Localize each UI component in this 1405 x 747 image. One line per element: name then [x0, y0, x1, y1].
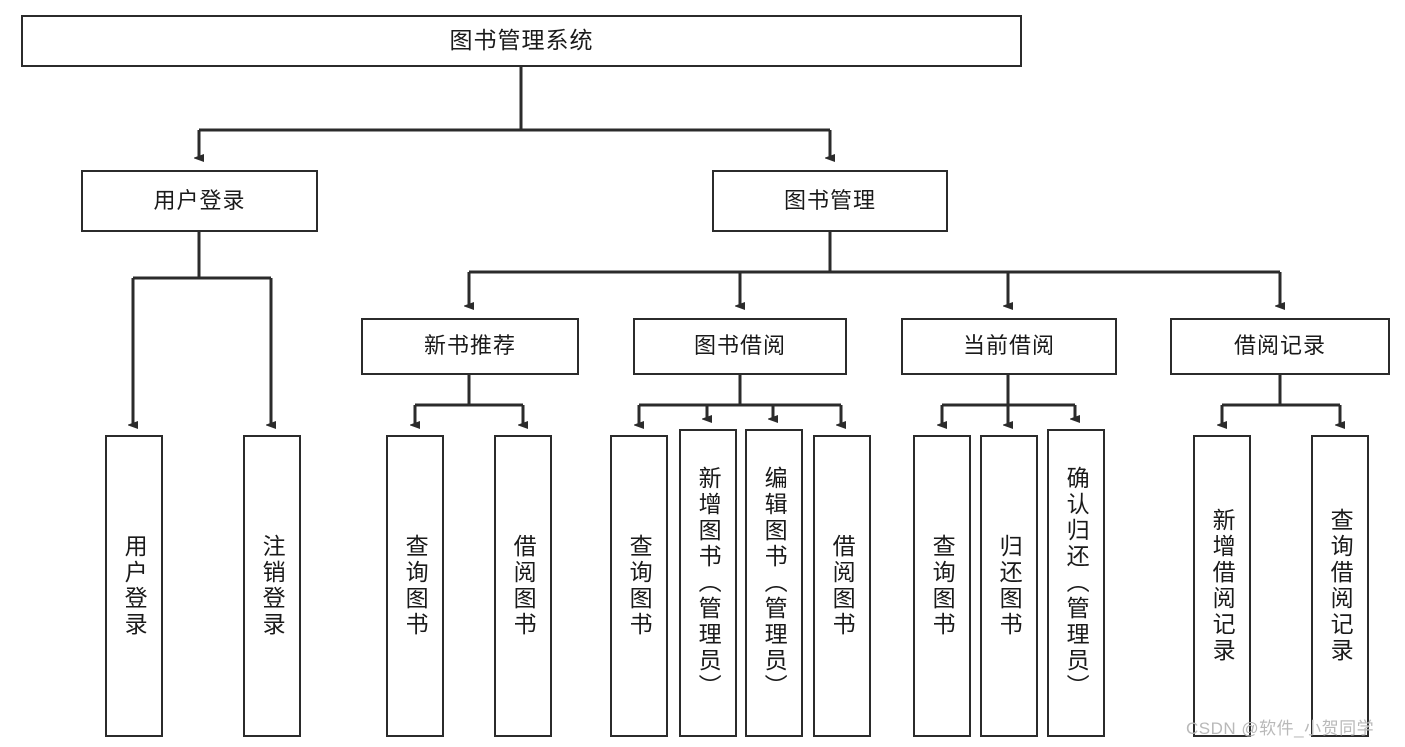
node-current-borrow[interactable]: 当前借阅: [901, 318, 1117, 375]
node-leaf-query-book-current[interactable]: 查询图书: [913, 435, 971, 737]
node-leaf-edit-book-admin[interactable]: 编辑图书（管理员）: [745, 429, 803, 737]
node-leaf-user-login[interactable]: 用户登录: [105, 435, 163, 737]
node-leaf-add-borrow-record[interactable]: 新增借阅记录: [1193, 435, 1251, 737]
node-new-book-recommend[interactable]: 新书推荐: [361, 318, 579, 375]
node-leaf-query-book-borrow[interactable]: 查询图书: [610, 435, 668, 737]
node-leaf-user-logout[interactable]: 注销登录: [243, 435, 301, 737]
node-leaf-return-book[interactable]: 归还图书: [980, 435, 1038, 737]
node-borrow-record[interactable]: 借阅记录: [1170, 318, 1390, 375]
csdn-watermark: CSDN @软件_小贺同学: [1186, 719, 1375, 738]
node-leaf-borrow-book-recommend[interactable]: 借阅图书: [494, 435, 552, 737]
node-root-book-management-system[interactable]: 图书管理系统: [21, 15, 1022, 67]
node-user-login[interactable]: 用户登录: [81, 170, 318, 232]
node-leaf-query-borrow-record[interactable]: 查询借阅记录: [1311, 435, 1369, 737]
node-leaf-borrow-book-borrow[interactable]: 借阅图书: [813, 435, 871, 737]
node-leaf-confirm-return-admin[interactable]: 确认归还（管理员）: [1047, 429, 1105, 737]
node-leaf-query-book-recommend[interactable]: 查询图书: [386, 435, 444, 737]
node-book-manage[interactable]: 图书管理: [712, 170, 948, 232]
node-leaf-add-book-admin[interactable]: 新增图书（管理员）: [679, 429, 737, 737]
node-book-borrow[interactable]: 图书借阅: [633, 318, 847, 375]
